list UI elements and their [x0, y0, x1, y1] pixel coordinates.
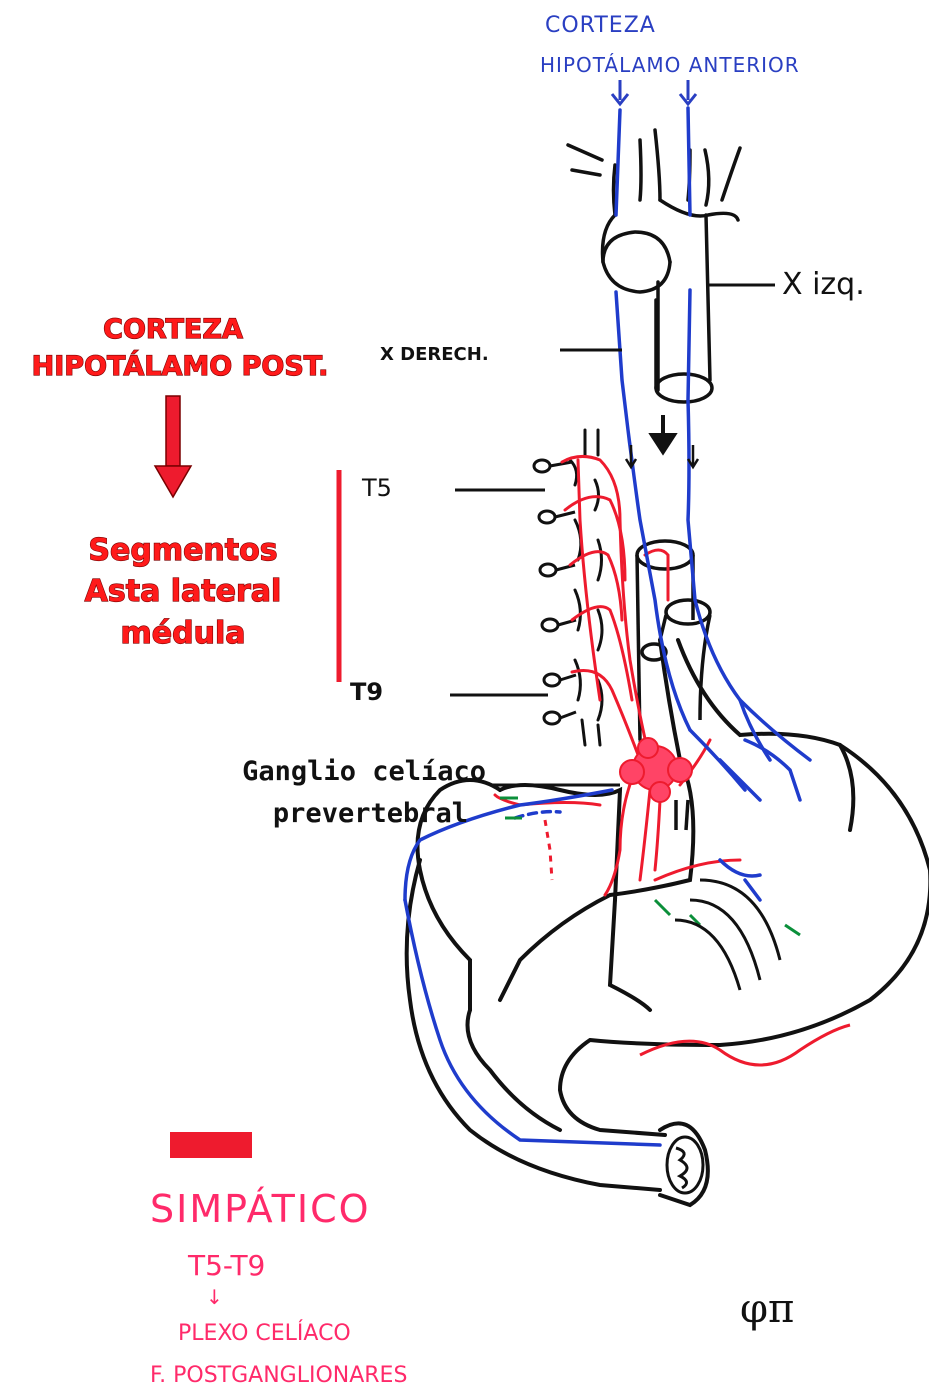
red-title-line1: CORTEZA: [103, 314, 243, 345]
bottom-fibers: F. POSTGANGLIONARES: [150, 1363, 407, 1388]
bottom-title: SIMPÁTICO: [150, 1187, 371, 1231]
ganglion-label-line2: prevertebral: [273, 798, 468, 829]
red-swatch: [170, 1132, 252, 1158]
signature: φπ: [740, 1286, 794, 1332]
green-ganglia: [500, 798, 800, 935]
segment-line2: Asta lateral: [85, 574, 282, 609]
red-title-line2: HIPOTÁLAMO POST.: [32, 350, 329, 382]
ganglion-label-line1: Ganglio celíaco: [242, 756, 486, 787]
level-t9-label: T9: [350, 678, 383, 706]
descending-arrow: [652, 415, 674, 452]
leader-lines: [450, 285, 775, 785]
stomach-outline: [407, 640, 929, 1205]
celiac-ganglion: [620, 738, 692, 802]
bottom-plexus: PLEXO CELÍACO: [178, 1320, 351, 1346]
segment-line1: Segmentos: [88, 533, 277, 568]
sympathetic-chain-ganglia: [534, 460, 576, 724]
vagus-nerves: [405, 108, 810, 1145]
vagus-left-label: X izq.: [782, 267, 865, 302]
red-down-arrow: [155, 396, 191, 497]
top-arrows: [612, 80, 696, 104]
level-t5-label: T5: [361, 474, 392, 502]
pylorus-end: [667, 1137, 703, 1193]
top-label-line2: HIPOTÁLAMO ANTERIOR: [540, 53, 800, 77]
top-label-line1: CORTEZA: [545, 13, 656, 38]
bottom-levels: T5-T9: [187, 1249, 265, 1282]
bottom-arrow: ↓: [206, 1285, 223, 1309]
vagus-right-label: X DERECH.: [380, 344, 489, 365]
segment-line3: médula: [121, 616, 246, 651]
aortic-arch: [568, 130, 740, 402]
black-stripes: [675, 880, 780, 990]
